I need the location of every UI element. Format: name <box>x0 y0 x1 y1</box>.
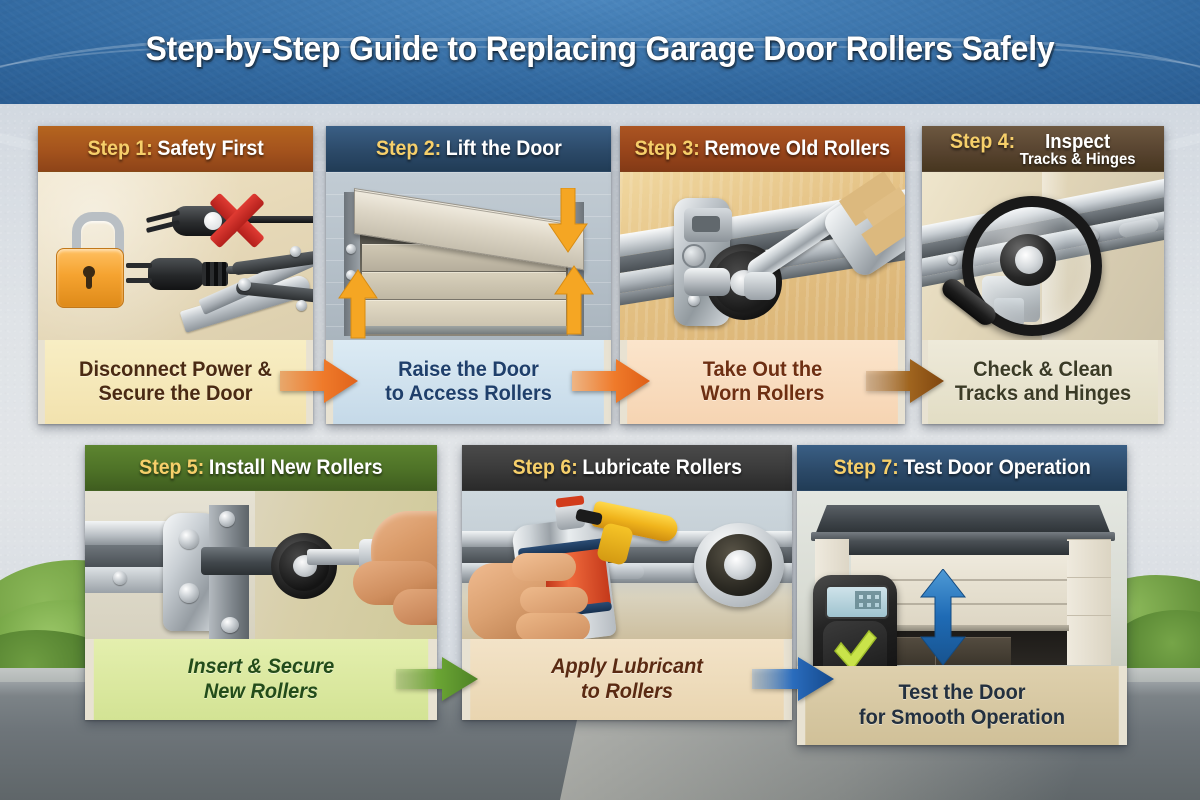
step-6-caption: Apply Lubricant to Rollers <box>470 639 784 720</box>
step-1-caption-line-2: Secure the Door <box>98 382 253 405</box>
step-6-header: Step 6: Lubricate Rollers <box>462 445 792 491</box>
step-4-title: Inspect <box>1045 130 1111 153</box>
flow-arrow-3-to-4 <box>866 358 944 404</box>
step-card-4[interactable]: Step 4: Inspect Tracks & Hinges <box>922 126 1164 424</box>
spray-nozzle-icon <box>575 500 692 569</box>
magnifier-icon <box>938 196 1102 340</box>
step-2-caption-line-1: Raise the Door <box>398 357 539 381</box>
step-4-illustration <box>922 172 1164 340</box>
step-5-caption-line-1: Insert & Secure <box>187 655 335 679</box>
header-swoosh <box>0 38 1200 171</box>
up-down-arrow-icon <box>919 568 967 666</box>
step-3-header: Step 3: Remove Old Rollers <box>620 126 905 172</box>
step-4-caption-line-2: Tracks and Hinges <box>954 382 1132 405</box>
step-3-number: Step 3: <box>634 136 700 160</box>
hand-icon <box>468 553 598 639</box>
step-2-illustration <box>326 172 611 340</box>
step-6-number: Step 6: <box>512 455 578 479</box>
step-7-caption: Test the Door for Smooth Operation <box>805 666 1119 745</box>
step-4-number: Step 4: <box>950 129 1016 153</box>
flow-arrow-6-to-7 <box>752 655 834 703</box>
step-5-number: Step 5: <box>139 455 205 479</box>
up-arrow-secondary-icon <box>338 268 378 340</box>
step-3-illustration <box>620 172 905 340</box>
step-5-title: Install New Rollers <box>209 455 383 479</box>
step-7-header: Step 7: Test Door Operation <box>797 445 1127 491</box>
step-1-title: Safety First <box>157 136 264 160</box>
step-3-caption-line-2: Worn Rollers <box>700 382 825 405</box>
step-2-title: Lift the Door <box>445 136 562 160</box>
step-4-header: Step 4: Inspect Tracks & Hinges <box>922 126 1164 172</box>
step-6-caption-line-2: to Rollers <box>580 679 674 703</box>
down-arrow-icon <box>548 187 588 259</box>
garage-door-icon <box>344 186 584 336</box>
remote-control-icon <box>813 575 897 666</box>
step-2-header: Step 2: Lift the Door <box>326 126 611 172</box>
step-7-number: Step 7: <box>833 455 899 479</box>
padlock-icon <box>56 212 124 308</box>
step-5-caption-line-2: New Rollers <box>203 679 319 703</box>
step-1-header: Step 1: Safety First <box>38 126 313 172</box>
step-3-caption: Take Out the Worn Rollers <box>627 340 898 424</box>
step-6-caption-line-1: Apply Lubricant <box>551 655 703 679</box>
step-card-2[interactable]: Step 2: Lift the Door <box>326 126 611 424</box>
step-5-header: Step 5: Install New Rollers <box>85 445 437 491</box>
step-6-title: Lubricate Rollers <box>582 455 742 479</box>
checkmark-icon <box>831 629 879 666</box>
pliers-icon <box>178 230 313 340</box>
wrench-icon <box>738 172 905 330</box>
flow-arrow-1-to-2 <box>280 358 358 404</box>
step-1-illustration <box>38 172 313 340</box>
step-card-1[interactable]: Step 1: Safety First <box>38 126 313 424</box>
header-swoosh-secondary <box>0 46 1200 198</box>
step-1-caption-line-1: Disconnect Power & <box>79 357 272 381</box>
step-5-illustration <box>85 491 437 639</box>
step-5-caption: Insert & Secure New Rollers <box>93 639 429 720</box>
step-4-subtitle: Tracks & Hinges <box>1019 150 1136 168</box>
step-card-7[interactable]: Step 7: Test Door Operation <box>797 445 1127 745</box>
step-card-5[interactable]: Step 5: Install New Rollers <box>85 445 437 720</box>
up-arrow-icon <box>554 264 594 340</box>
step-card-6[interactable]: Step 6: Lubricate Rollers <box>462 445 792 720</box>
flow-arrow-2-to-3 <box>572 358 650 404</box>
hand-icon <box>347 507 437 633</box>
step-card-3[interactable]: Step 3: Remove Old Rollers <box>620 126 905 424</box>
step-2-caption-line-2: to Access Rollers <box>385 382 552 405</box>
step-3-title: Remove Old Rollers <box>704 136 891 160</box>
step-6-illustration <box>462 491 792 639</box>
step-7-caption-line-1: Test the Door <box>898 681 1026 705</box>
page-title: Step-by-Step Guide to Replacing Garage D… <box>145 30 1055 68</box>
step-2-caption: Raise the Door to Access Rollers <box>333 340 604 424</box>
step-4-caption-line-1: Check & Clean <box>973 357 1113 381</box>
flow-arrow-5-to-6 <box>396 655 478 703</box>
step-3-caption-line-1: Take Out the <box>702 357 823 381</box>
step-7-illustration <box>797 491 1127 666</box>
step-1-number: Step 1: <box>87 136 153 160</box>
step-1-caption: Disconnect Power & Secure the Door <box>44 340 307 424</box>
step-2-number: Step 2: <box>375 136 441 160</box>
step-7-title: Test Door Operation <box>903 455 1091 479</box>
remote-screen <box>825 585 889 619</box>
step-7-caption-line-2: for Smooth Operation <box>858 705 1066 729</box>
step-4-caption: Check & Clean Tracks and Hinges <box>928 340 1158 424</box>
